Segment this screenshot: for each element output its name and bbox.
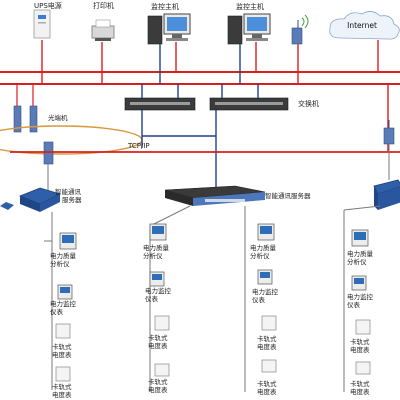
left-gateway-label: 智能通讯服务器	[55, 187, 82, 204]
switch-links	[141, 84, 259, 188]
center-right-card-meter-1-label: 卡轨式电度表	[257, 334, 277, 351]
right-monitor-meter	[351, 275, 367, 291]
fiber-transceiver-label: 光端机	[48, 113, 68, 122]
center-right-analyzer-label: 电力质量分析仪	[250, 243, 277, 260]
left-card-meter-1	[55, 323, 71, 339]
monitor-host-1-label: 监控主机	[151, 2, 179, 11]
internet-cloud	[329, 11, 400, 40]
right-card-meter-2	[355, 361, 371, 375]
left-monitor-label: 电力监控仪表	[50, 299, 77, 316]
left-gateway	[0, 187, 62, 212]
printer-label: 打印机	[93, 1, 114, 10]
monitor-host-2	[227, 13, 271, 45]
right-card-meter-1-label: 卡轨式电度表	[350, 337, 370, 354]
internet-label: Internet	[347, 21, 377, 30]
switch-1	[124, 97, 196, 111]
red-bus	[0, 71, 400, 85]
right-wireless-module	[383, 120, 395, 145]
fiber-transceivers	[13, 84, 38, 133]
left-monitor-meter	[57, 284, 73, 300]
printer-device	[91, 19, 115, 41]
center-right-analyzer	[257, 223, 275, 241]
center-left-card-meter-2	[154, 363, 170, 377]
right-card-meter-2-label: 卡轨式电度表	[350, 379, 370, 396]
center-gateway	[164, 185, 266, 206]
center-right-card-meter-1	[261, 315, 277, 331]
center-left-monitor-meter	[149, 271, 165, 287]
center-left-card-meter-2-label: 卡轨式电度表	[148, 377, 168, 394]
center-left-analyzer	[149, 223, 167, 241]
left-card-meter-2-label: 卡轨式电度表	[52, 382, 72, 399]
center-gateway-label: 智能通讯服务器	[265, 191, 311, 200]
left-analyzer-label: 电力质量分析仪	[50, 251, 77, 268]
left-card-meter-1-label: 卡轨式电度表	[52, 342, 72, 359]
ups-device	[33, 9, 51, 39]
center-left-monitor-label: 电力监控仪表	[145, 286, 172, 303]
fiber-transceiver-lower	[43, 141, 54, 165]
right-analyzer-label: 电力质量分析仪	[347, 249, 374, 266]
right-analyzer	[351, 229, 369, 247]
right-monitor-label: 电力监控仪表	[347, 292, 374, 309]
right-gateway	[373, 179, 400, 210]
center-branch-lines	[149, 205, 246, 392]
left-analyzer-device	[44, 232, 77, 250]
center-right-card-meter-2	[261, 359, 277, 373]
right-card-meter-1	[355, 319, 371, 335]
center-right-card-meter-2-label: 卡轨式电度表	[257, 379, 277, 396]
monitor-host-2-label: 监控主机	[236, 2, 264, 11]
left-card-meter-2	[55, 366, 71, 382]
center-right-monitor-label: 电力监控仪表	[252, 287, 279, 304]
center-left-card-meter-1-label: 卡轨式电度表	[148, 333, 168, 350]
tcpip-label: TCP/IP	[127, 142, 150, 150]
center-left-card-meter-1	[154, 315, 170, 331]
wireless-modem	[291, 14, 309, 45]
ups-label: UPS电源	[34, 1, 62, 10]
center-right-monitor-meter	[257, 269, 273, 285]
monitor-host-1	[147, 13, 191, 45]
switch-2	[209, 97, 289, 111]
switch-label: 交换机	[298, 99, 319, 108]
center-left-analyzer-label: 电力质量分析仪	[143, 243, 170, 260]
top-device-links	[41, 40, 379, 84]
